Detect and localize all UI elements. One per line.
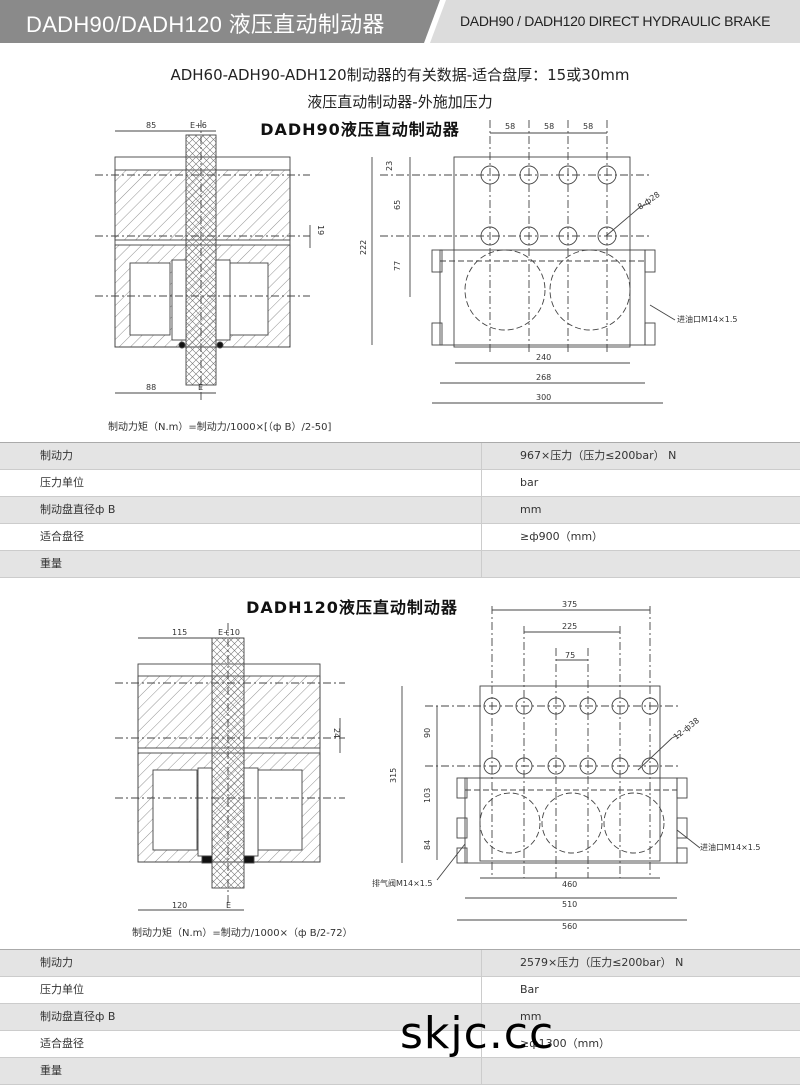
- dim-58-b: 58: [544, 122, 554, 131]
- dim-e6: E+6: [190, 121, 207, 130]
- dim-holes-2: 12-ф38: [672, 716, 701, 742]
- dim-24: 24: [332, 728, 341, 738]
- dim-port: 进油口M14×1.5: [677, 314, 738, 324]
- dim-460: 460: [562, 880, 577, 889]
- dim-23: 23: [385, 161, 394, 171]
- dim-268: 268: [536, 373, 551, 382]
- dim-holes: 8-ф28: [636, 190, 662, 212]
- table-row: 重量: [0, 1058, 800, 1085]
- dim-315: 315: [389, 768, 398, 783]
- dim-port-2: 进油口M14×1.5: [700, 842, 761, 852]
- dim-103: 103: [423, 788, 432, 803]
- intro-line-2: 液压直动制动器-外施加压力: [307, 93, 493, 111]
- dim-300: 300: [536, 393, 551, 402]
- header-title-cn: DADH90/DADH120 液压直动制动器: [26, 12, 385, 37]
- watermark: skjc.cc: [400, 1008, 555, 1059]
- dim-560: 560: [562, 922, 577, 931]
- front-view-1: [371, 120, 676, 404]
- formula-2: 制动力矩（N.m）=制动力/1000×（ф B/2-72）: [132, 928, 353, 939]
- dim-bleed: 排气阀M14×1.5: [372, 878, 433, 888]
- table-row: 重量: [0, 551, 800, 578]
- dim-e: E: [198, 383, 203, 392]
- intro-line-1: ADH60-ADH90-ADH120制动器的有关数据-适合盘厚：15或30mm: [170, 66, 630, 84]
- dim-77: 77: [393, 261, 402, 271]
- dim-84: 84: [423, 840, 432, 850]
- dadh120-drawing: 115 E+10 24 120 E: [115, 600, 761, 931]
- dim-88: 88: [146, 383, 156, 392]
- section-2-title: DADH120液压直动制动器: [246, 598, 458, 617]
- dim-e-2: E: [226, 901, 231, 910]
- dim-120: 120: [172, 901, 187, 910]
- dim-510: 510: [562, 900, 577, 909]
- side-view-1: [95, 120, 311, 400]
- dim-e10: E+10: [218, 628, 240, 637]
- dim-115: 115: [172, 628, 187, 637]
- dim-222: 222: [359, 240, 368, 255]
- section-1-title: DADH90液压直动制动器: [260, 120, 460, 139]
- header-title-en-box: DADH90 / DADH120 DIRECT HYDRAULIC BRAKE: [430, 0, 800, 43]
- front-view-2: [401, 606, 701, 921]
- header-title-en: DADH90 / DADH120 DIRECT HYDRAULIC BRAKE: [460, 13, 771, 29]
- page-header: DADH90/DADH120 液压直动制动器 DADH90 / DADH120 …: [0, 0, 800, 43]
- dim-225: 225: [562, 622, 577, 631]
- dim-58-a: 58: [505, 122, 515, 131]
- dim-19: 19: [316, 225, 325, 235]
- dim-240: 240: [536, 353, 551, 362]
- table-row: 适合盘径≥ф900（mm）: [0, 524, 800, 551]
- formula-1: 制动力矩（N.m）=制动力/1000×[（ф B）/2-50]: [108, 422, 332, 433]
- dim-375: 375: [562, 600, 577, 609]
- side-view-2: [115, 623, 345, 911]
- header-title-cn-box: DADH90/DADH120 液压直动制动器: [0, 0, 440, 43]
- dadh90-drawing: 85 E+6 19 88 E 58 58: [95, 120, 738, 404]
- dim-58-c: 58: [583, 122, 593, 131]
- dim-65: 65: [393, 200, 402, 210]
- dim-90: 90: [423, 728, 432, 738]
- dim-85: 85: [146, 121, 156, 130]
- dim-75: 75: [565, 651, 575, 660]
- table-row: 适合盘径≥ф1300（mm）: [0, 1031, 800, 1058]
